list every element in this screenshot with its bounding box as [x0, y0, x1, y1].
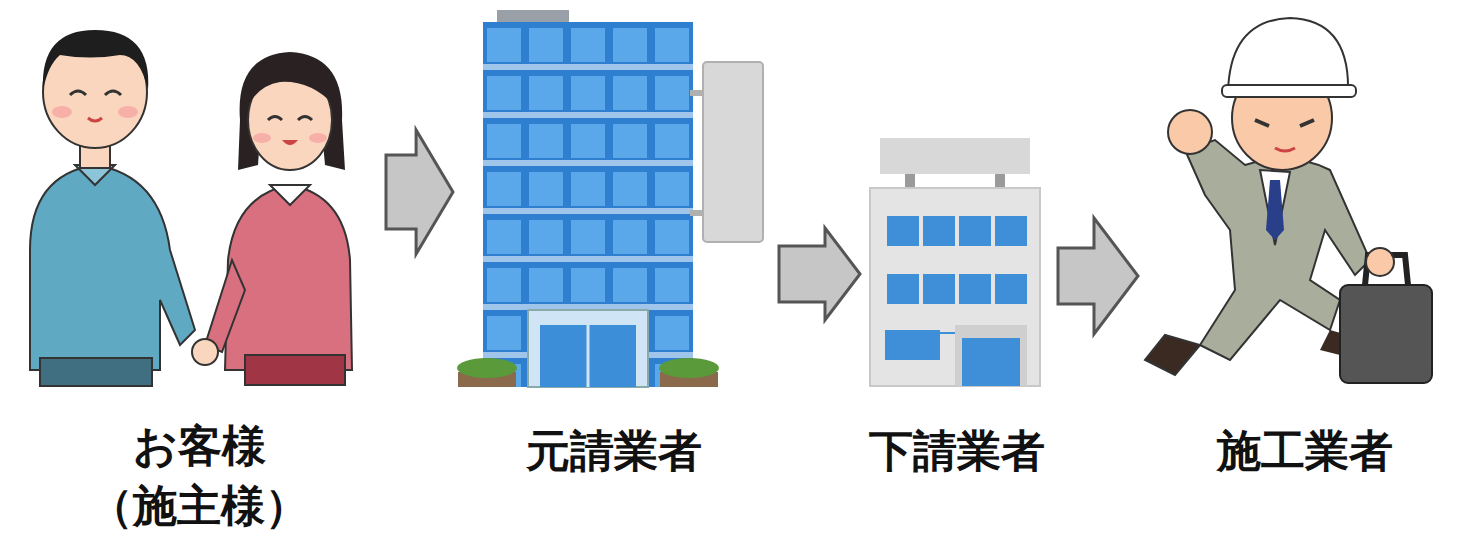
flow-arrow — [386, 130, 453, 254]
woman-figure-part — [309, 133, 327, 143]
man-figure-part — [52, 106, 72, 118]
worker-figure-part — [1168, 110, 1212, 154]
flow-arrow — [779, 228, 860, 320]
woman-figure-part — [192, 339, 218, 365]
actor-node: 施工業者 — [1140, 5, 1470, 485]
man-figure — [30, 30, 195, 386]
woman-figure-part — [268, 117, 312, 121]
actor-label: 下請業者 — [858, 425, 1056, 478]
worker-figure-part — [1228, 18, 1348, 92]
worker-figure-part — [1255, 120, 1314, 126]
tall-building-part — [483, 22, 693, 387]
man-figure-part — [118, 106, 138, 118]
worker-figure-part — [1366, 248, 1394, 276]
woman-figure-part — [282, 140, 298, 145]
worker-figure — [1145, 18, 1432, 383]
actor-node: 元請業者 — [455, 5, 773, 485]
woman-figure-part — [225, 185, 352, 370]
woman-figure-part — [253, 133, 271, 143]
tall-building-part — [457, 358, 517, 378]
man-figure-part — [40, 358, 152, 386]
tall-building-part — [483, 22, 693, 387]
actor-label: 施工業者 — [1136, 425, 1474, 478]
woman-figure-part — [238, 52, 345, 170]
tall-building — [457, 10, 763, 387]
tall-building-part — [540, 325, 636, 387]
tall-building-part — [703, 62, 763, 242]
worker-figure-part — [1145, 335, 1200, 375]
tall-building-part — [587, 325, 590, 387]
small-building-part — [885, 214, 1027, 334]
man-figure-part — [88, 118, 102, 121]
actor-label: （施主様） — [14, 480, 384, 533]
worker-figure-part — [1266, 180, 1284, 240]
woman-figure-part — [270, 185, 310, 205]
actor-node: お客様（施主様） — [18, 5, 380, 539]
small-building-part — [870, 188, 1040, 386]
tall-building-part — [690, 90, 704, 96]
man-figure-part — [30, 165, 195, 370]
actor-node: 下請業者 — [862, 5, 1052, 485]
woman-figure-part — [248, 62, 334, 105]
flow-arrow — [1058, 218, 1138, 334]
tall-building-part — [528, 310, 648, 387]
man-figure-part — [70, 91, 121, 95]
worker-figure-part — [1260, 170, 1290, 245]
worker-figure-part — [1275, 148, 1295, 151]
worker-figure-part — [1222, 85, 1356, 97]
woman-figure — [192, 52, 352, 385]
actor-label: 元請業者 — [451, 425, 777, 478]
tall-building-part — [659, 358, 719, 378]
actor-label: お客様 — [14, 420, 384, 473]
woman-figure-part — [245, 355, 345, 385]
small-building-part — [955, 325, 1027, 386]
small-building-part — [885, 330, 940, 360]
small-building — [870, 138, 1040, 386]
tall-building-part — [690, 210, 704, 216]
man-figure-part — [43, 30, 148, 90]
small-building-part — [880, 138, 1030, 174]
small-building-part — [962, 338, 1020, 386]
tall-building-part — [497, 10, 569, 24]
woman-figure-part — [205, 260, 245, 352]
worker-figure-part — [1340, 285, 1432, 383]
